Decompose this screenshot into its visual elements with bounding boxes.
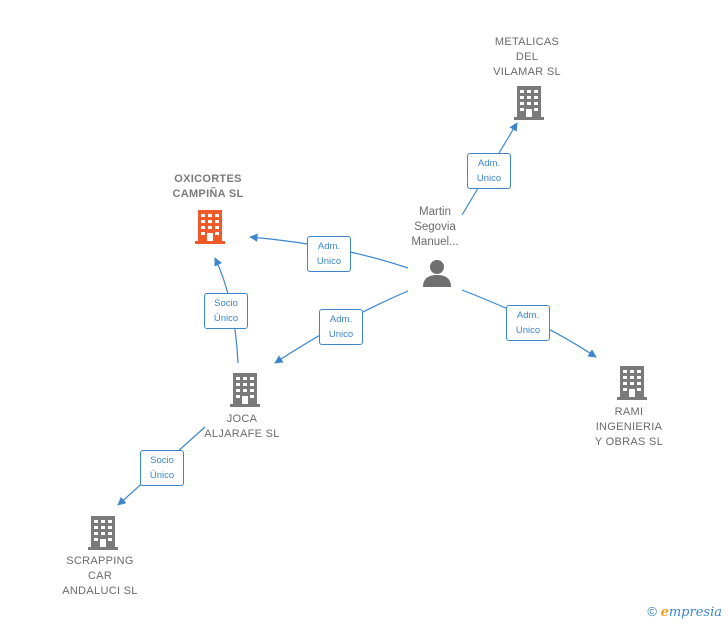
node-label-line: OXICORTES [174,173,242,185]
node-label-line: JOCA [226,413,258,425]
node-label-line: RAMI [614,406,644,418]
edge-label-line: Adm. [329,314,353,325]
node-label-line: Martin [419,206,451,218]
node-label-line: SCRAPPING [66,555,134,567]
node-label-line: DEL [515,51,539,63]
node-label-line: Y OBRAS SL [594,436,664,448]
edge-label-socio-unico[interactable]: Socio Único [204,293,248,329]
edge-label-line: Adm. [477,158,501,169]
brand-initial: e [660,605,669,620]
copyright-symbol: © [647,604,657,619]
node-label-line: VILAMAR SL [493,66,561,78]
footer-brand: © empresia [647,604,722,620]
building-icon [88,516,118,550]
edge-label-adm-unico[interactable]: Adm. Unico [319,309,363,345]
node-label-joca[interactable]: JOCA ALJARAFE SL [204,412,279,442]
building-icon [514,86,544,120]
person-icon [423,260,451,287]
node-label-line: Segovia [414,221,456,233]
building-icon [230,373,260,407]
node-label-line: CAR [87,570,113,582]
edge-label-line: Unico [515,325,541,336]
building-icon [617,366,647,400]
edge-label-line: Adm. [317,241,341,252]
brand-name: mpresia [668,605,722,620]
node-label-line: Manuel... [411,236,459,248]
edge-label-line: Unico [476,173,502,184]
edge-label-line: Único [149,470,175,481]
node-label-line: METALICAS [494,36,560,48]
edge-label-line: Único [213,313,239,324]
edge-label-line: Socio [150,455,174,466]
edge-label-adm-unico[interactable]: Adm. Unico [307,236,351,272]
edge-label-line: Unico [328,329,354,340]
node-label-line: ANDALUCI SL [62,585,138,597]
node-label-oxicortes[interactable]: OXICORTES CAMPIÑA SL [172,172,243,202]
node-label-person[interactable]: Martin Segovia Manuel... [411,205,458,250]
edge-label-adm-unico[interactable]: Adm. Unico [467,153,511,189]
node-label-line: ALJARAFE SL [204,428,280,440]
node-label-rami[interactable]: RAMI INGENIERIA Y OBRAS SL [595,405,663,450]
node-label-line: CAMPIÑA SL [172,188,244,200]
edge-label-line: Socio [214,298,238,309]
node-label-metalicas[interactable]: METALICAS DEL VILAMAR SL [493,35,561,80]
edge-label-line: Unico [316,256,342,267]
node-label-scrapping[interactable]: SCRAPPING CAR ANDALUCI SL [62,554,137,599]
building-icon [195,210,225,244]
node-label-line: INGENIERIA [595,421,663,433]
brand-logo: empresia [661,605,722,620]
edge-label-line: Adm. [516,310,540,321]
edge-label-socio-unico[interactable]: Socio Único [140,450,184,486]
edge-label-adm-unico[interactable]: Adm. Unico [506,305,550,341]
